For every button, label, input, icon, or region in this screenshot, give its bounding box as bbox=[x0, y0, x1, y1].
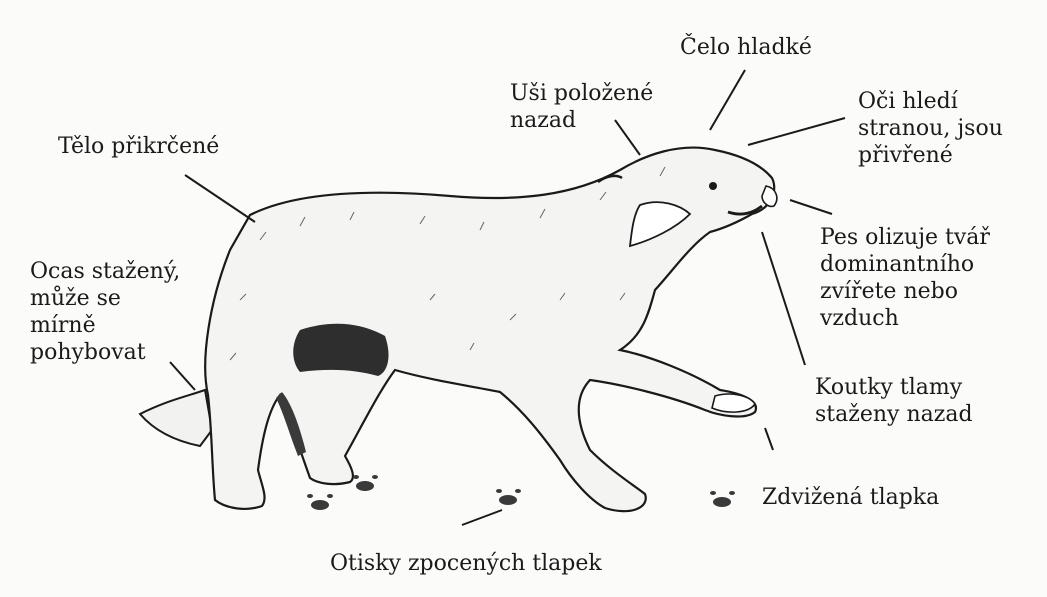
label-eyes-line: stranou, jsou bbox=[858, 115, 1003, 142]
label-licking-line: dominantního bbox=[820, 251, 990, 278]
label-eyes: Oči hledí stranou, jsou přivřené bbox=[858, 88, 1003, 169]
label-pawprints: Otisky zpocených tlapek bbox=[330, 550, 602, 577]
label-licking-line: zvířete nebo bbox=[820, 278, 990, 305]
leader-line-eyes bbox=[748, 118, 845, 145]
label-mouth: Koutky tlamy staženy nazad bbox=[815, 374, 973, 428]
label-mouth-line: Koutky tlamy bbox=[815, 374, 973, 401]
label-ears-line: Uši položené bbox=[510, 80, 653, 107]
label-paw: Zdvižená tlapka bbox=[762, 484, 939, 511]
leader-line-licking bbox=[790, 200, 832, 214]
label-tail-line: Ocas stažený, bbox=[30, 258, 180, 285]
leader-line-mouth bbox=[762, 232, 805, 365]
leader-line-pawprints bbox=[462, 510, 502, 525]
label-mouth-line: staženy nazad bbox=[815, 401, 973, 428]
label-body: Tělo přikrčené bbox=[58, 133, 219, 160]
leader-line-paw bbox=[765, 428, 773, 450]
label-licking-line: vzduch bbox=[820, 305, 990, 332]
label-ears: Uši položené nazad bbox=[510, 80, 653, 134]
dog-nose bbox=[709, 182, 717, 190]
label-licking-line: Pes olizuje tvář bbox=[820, 224, 990, 251]
label-tail: Ocas stažený, může se mírně pohybovat bbox=[30, 258, 180, 366]
leader-line-body bbox=[185, 175, 255, 222]
label-paw-line: Zdvižená tlapka bbox=[762, 484, 939, 511]
dog-body bbox=[205, 148, 774, 512]
raised-paw bbox=[712, 394, 755, 412]
label-ears-line: nazad bbox=[510, 107, 653, 134]
label-eyes-line: Oči hledí bbox=[858, 88, 1003, 115]
label-tail-line: může se bbox=[30, 285, 180, 312]
label-eyes-line: přivřené bbox=[858, 142, 1003, 169]
label-pawprints-line: Otisky zpocených tlapek bbox=[330, 550, 602, 577]
label-licking: Pes olizuje tvář dominantního zvířete ne… bbox=[820, 224, 990, 332]
label-body-line: Tělo přikrčené bbox=[58, 133, 219, 160]
label-forehead: Čelo hladké bbox=[680, 34, 812, 61]
leader-line-tail bbox=[170, 362, 195, 390]
label-tail-line: pohybovat bbox=[30, 339, 180, 366]
dog-belly-shadow bbox=[293, 324, 388, 376]
leader-line-forehead bbox=[710, 70, 745, 130]
pawprint-marks bbox=[307, 475, 735, 510]
label-tail-line: mírně bbox=[30, 312, 180, 339]
dog-tail bbox=[140, 390, 212, 446]
label-forehead-line: Čelo hladké bbox=[680, 34, 812, 61]
